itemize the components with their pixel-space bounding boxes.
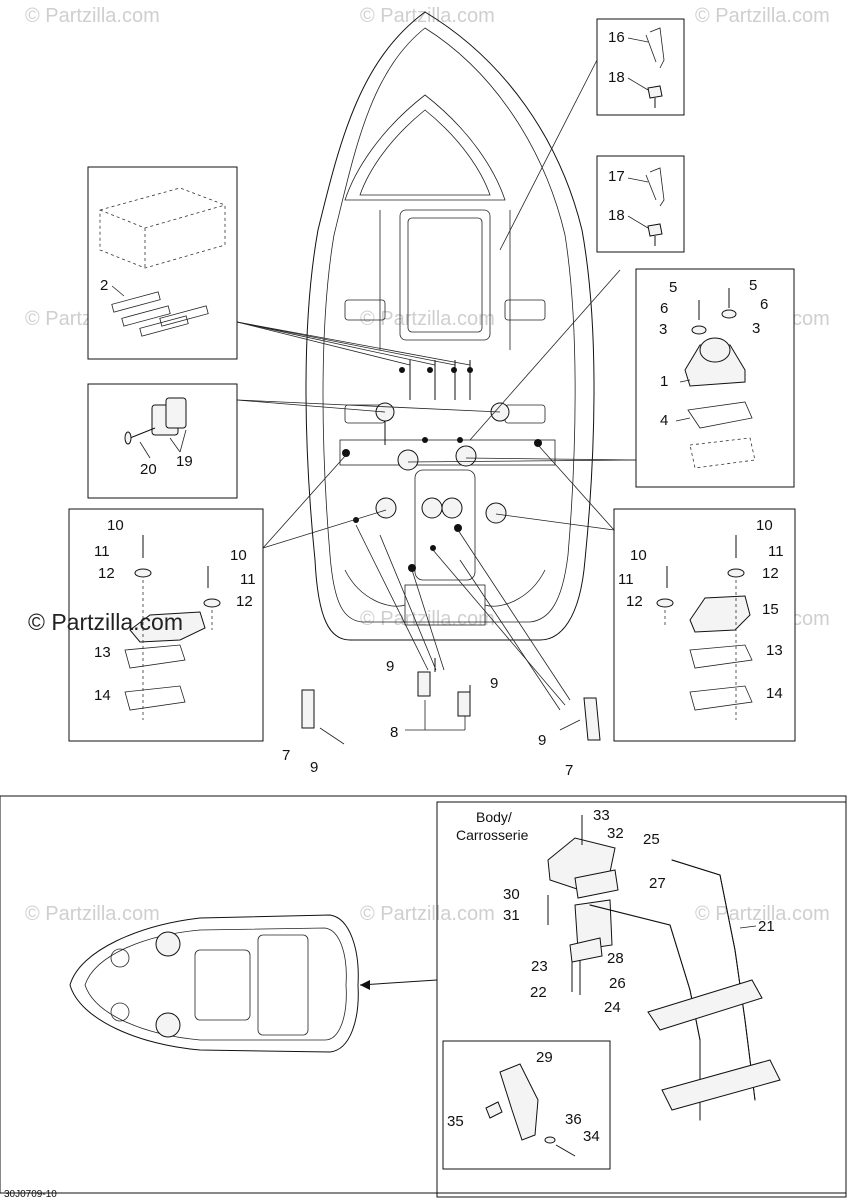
- watermark: © Partzilla.com: [25, 5, 160, 27]
- callout-20: 20: [140, 461, 157, 478]
- callout-5: 5: [749, 277, 757, 294]
- callout-9: 9: [490, 675, 498, 692]
- callout-5: 5: [669, 279, 677, 296]
- watermark: © Partzilla.com: [695, 5, 830, 27]
- callout-1: 1: [660, 373, 668, 390]
- callout-24: 24: [604, 999, 621, 1016]
- callout-22: 22: [530, 984, 547, 1001]
- callout-15: 15: [762, 601, 779, 618]
- callout-11: 11: [240, 571, 256, 588]
- callout-31: 31: [503, 907, 520, 924]
- callout-34: 34: [583, 1128, 600, 1145]
- callout-30: 30: [503, 886, 520, 903]
- callout-36: 36: [565, 1111, 582, 1128]
- callout-4: 4: [660, 412, 668, 429]
- callout-2: 2: [100, 277, 108, 294]
- boat-hull-top-view: [305, 11, 595, 641]
- callout-6: 6: [660, 300, 668, 317]
- callout-13: 13: [94, 644, 111, 661]
- callout-14: 14: [94, 687, 111, 704]
- clip-box-mid: 17 18: [596, 155, 685, 253]
- watermark: © Partzilla.com: [360, 903, 495, 925]
- callout-16: 16: [608, 29, 625, 46]
- callout-27: 27: [649, 875, 666, 892]
- watermark: © Partzilla.com: [25, 903, 160, 925]
- callout-23: 23: [531, 958, 548, 975]
- callout-6: 6: [760, 296, 768, 313]
- seat-pads-box: 2: [87, 166, 238, 360]
- callout-9: 9: [310, 759, 318, 776]
- seat-latch-box: 5 5 6 6 3 3 1 4: [635, 268, 795, 488]
- left-hinge-box: 10 11 12 10 11 12 13 14: [68, 508, 264, 742]
- callout-12: 12: [762, 565, 779, 582]
- bracket-parts: 7 7 8 9 9 9 9: [282, 524, 601, 779]
- bumper-box: 20 19: [87, 383, 238, 499]
- callout-7: 7: [282, 747, 290, 764]
- callout-8: 8: [390, 724, 398, 741]
- callout-35: 35: [447, 1113, 464, 1130]
- callout-19: 19: [176, 453, 193, 470]
- watermark: © Partzilla.com: [360, 308, 495, 330]
- ladder-detail: Body/ Carrosserie 21 23 22 24 25 26 27 2…: [436, 801, 847, 1198]
- callout-13: 13: [766, 642, 783, 659]
- callout-11: 11: [768, 543, 784, 560]
- callout-10: 10: [630, 547, 647, 564]
- handle-inset: 29 35 36 34: [442, 1040, 611, 1170]
- callout-21: 21: [758, 918, 775, 935]
- callout-10: 10: [230, 547, 247, 564]
- callout-12: 12: [236, 593, 253, 610]
- callout-3: 3: [752, 320, 760, 337]
- callout-12: 12: [626, 593, 643, 610]
- callout-18: 18: [608, 69, 625, 86]
- boat-side-view: [69, 914, 438, 1053]
- callout-9: 9: [538, 732, 546, 749]
- body-label: Body/: [476, 809, 512, 825]
- drawing-code: 30J0709-10: [4, 1189, 57, 1200]
- callout-12: 12: [98, 565, 115, 582]
- callout-25: 25: [643, 831, 660, 848]
- callout-28: 28: [607, 950, 624, 967]
- callout-32: 32: [607, 825, 624, 842]
- callout-10: 10: [107, 517, 124, 534]
- callout-33: 33: [593, 807, 610, 824]
- right-hinge-box: 10 11 12 10 11 12 15 13 14: [613, 508, 796, 742]
- callout-26: 26: [609, 975, 626, 992]
- callout-14: 14: [766, 685, 783, 702]
- callout-7: 7: [565, 762, 573, 779]
- callout-11: 11: [618, 571, 634, 588]
- copyright-mark: © Partzilla.com: [28, 609, 183, 635]
- watermark: © Partzilla.com: [360, 5, 495, 27]
- callout-10: 10: [756, 517, 773, 534]
- callout-3: 3: [659, 321, 667, 338]
- callout-11: 11: [94, 543, 110, 560]
- callout-18: 18: [608, 207, 625, 224]
- body-label: Carrosserie: [456, 827, 529, 843]
- callout-29: 29: [536, 1049, 553, 1066]
- clip-box-top: 16 18: [596, 18, 685, 116]
- callout-9: 9: [386, 658, 394, 675]
- callout-17: 17: [608, 168, 625, 185]
